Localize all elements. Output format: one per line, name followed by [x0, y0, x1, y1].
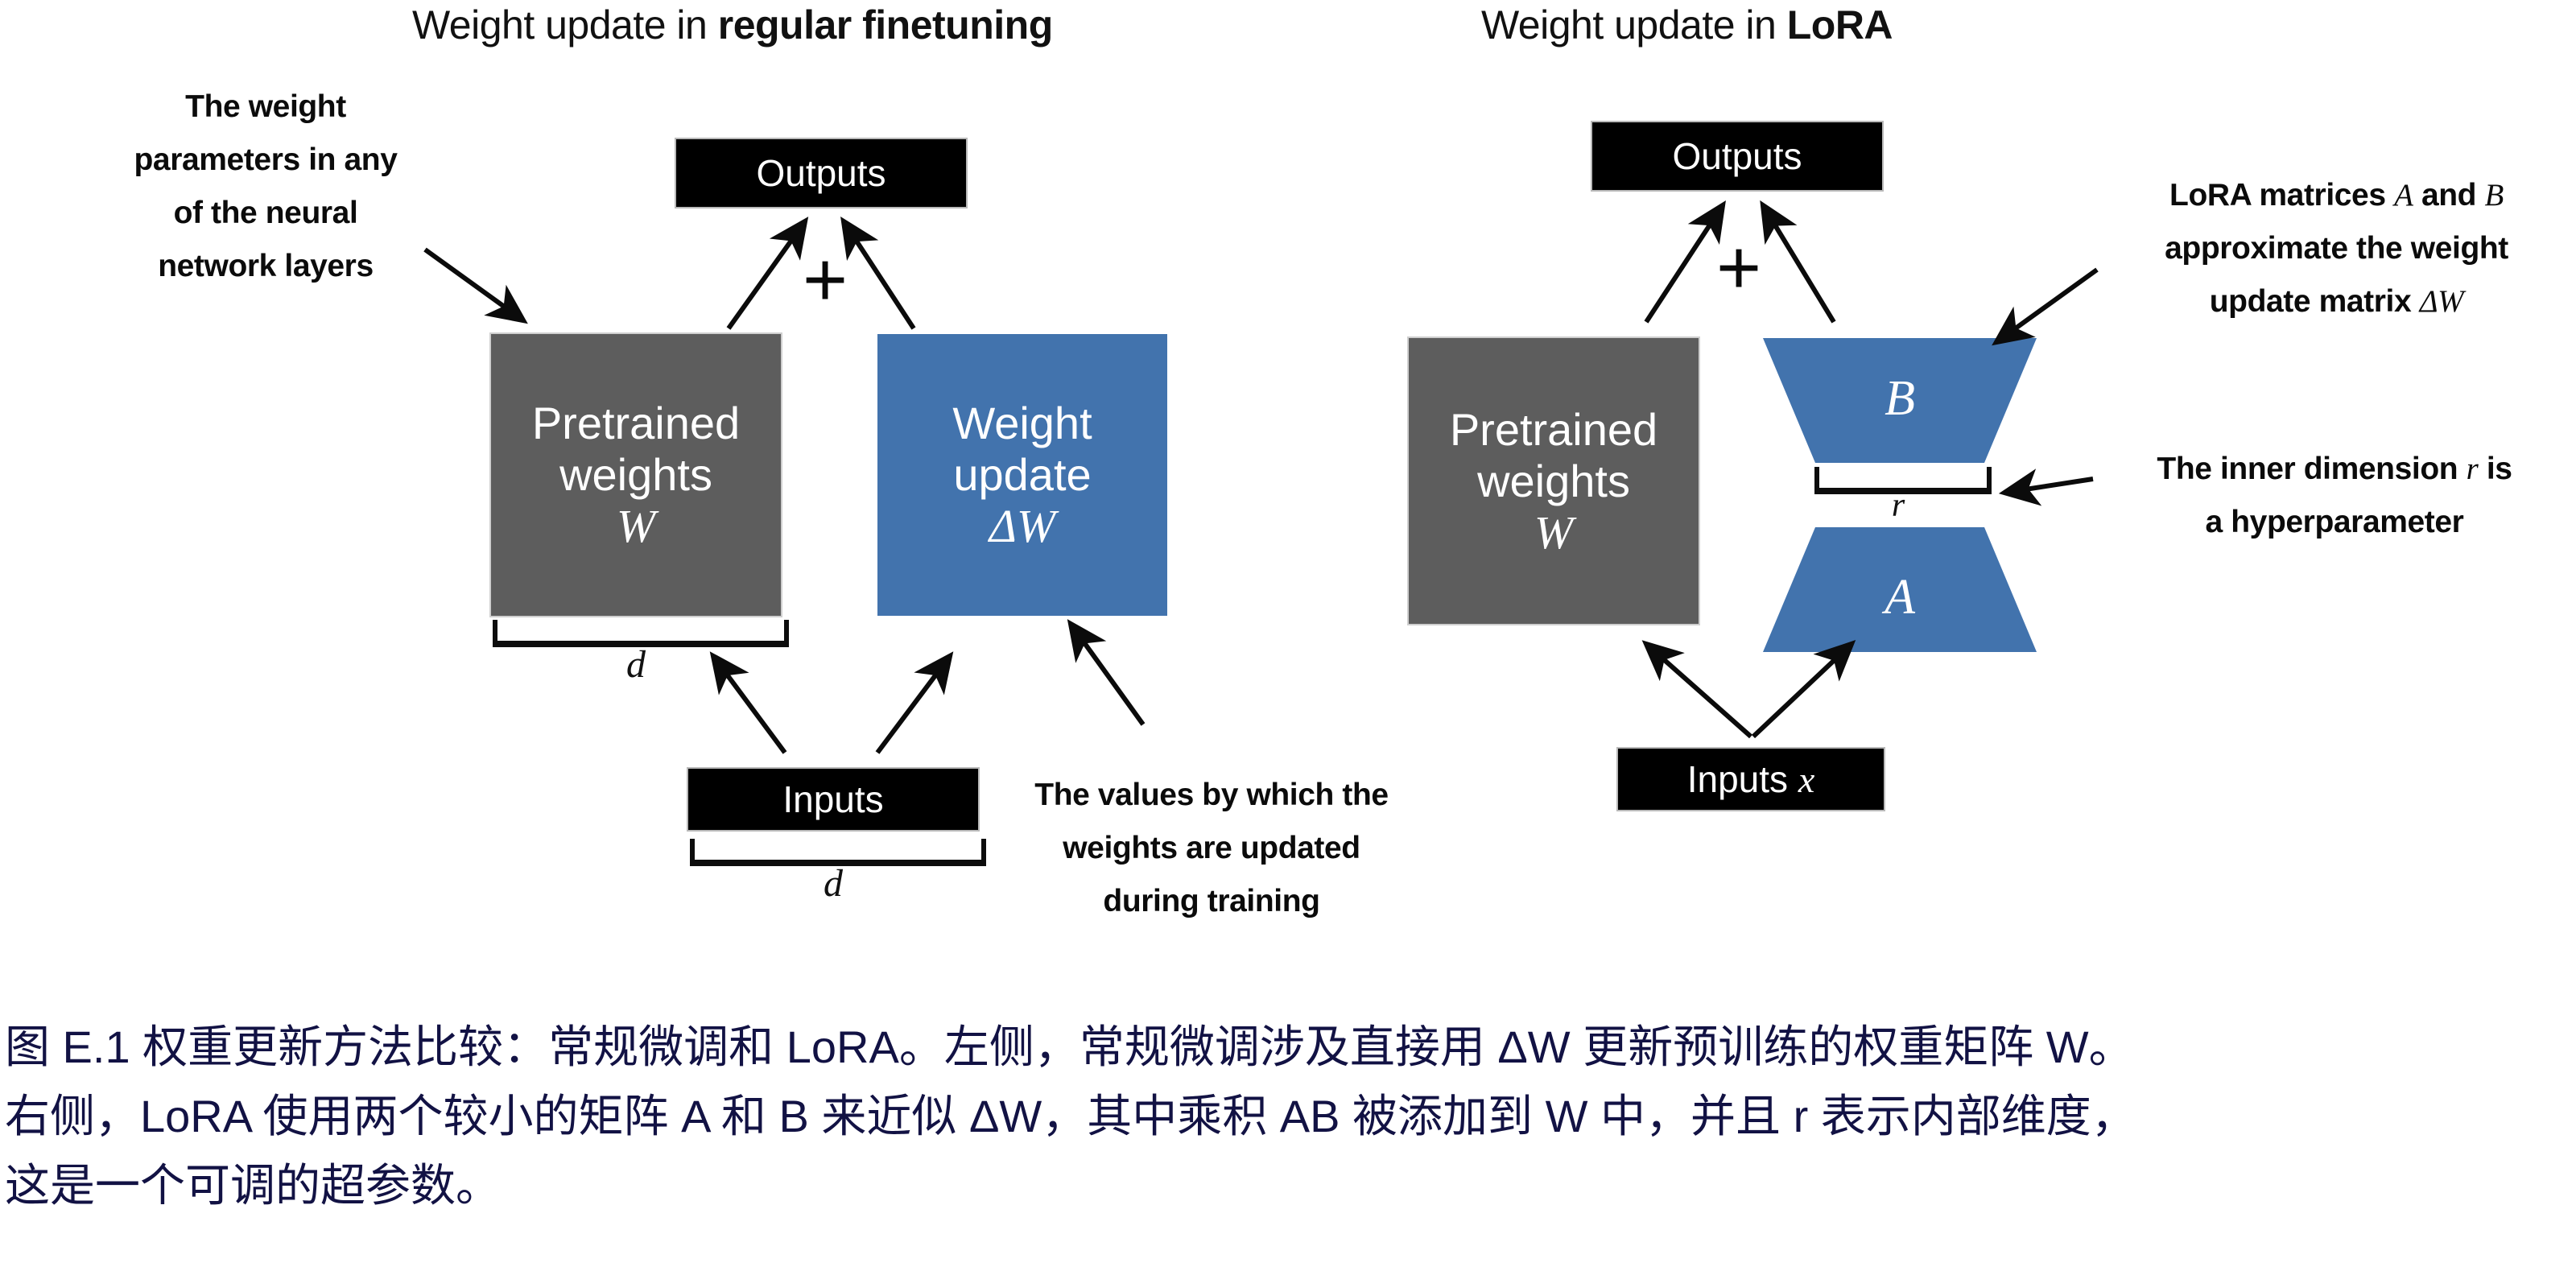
figure-caption: 图 E.1 权重更新方法比较：常规微调和 LoRA。左侧，常规微调涉及直接用 Δ…: [5, 1013, 2576, 1220]
lora-matrix-a-label: A: [1763, 569, 2037, 626]
annotation-values-updated-line-1: The values by which the: [1034, 778, 1389, 812]
right-panel-title: Weight update in LoRA: [1481, 2, 1893, 48]
annotation-lora-matrices-line-1-d: B: [2484, 178, 2504, 213]
lora-matrix-a-shape: A: [1763, 527, 2037, 652]
annotation-weight-parameters: The weight parameters in any of the neur…: [97, 80, 435, 293]
annotation-inner-dimension-line-1-b: r: [2466, 452, 2479, 486]
figure-caption-line-2: 右侧，LoRA 使用两个较小的矩阵 A 和 B 来近似 ΔW，其中乘积 AB 被…: [5, 1091, 2136, 1141]
arrow-right-inputs-to-a: [1751, 640, 1856, 739]
figure-caption-line-1: 图 E.1 权重更新方法比较：常规微调和 LoRA。左侧，常规微调涉及直接用 Δ…: [5, 1021, 2134, 1072]
annotation-values-updated-line-3: during training: [1103, 884, 1320, 918]
left-inputs-dimension-label: d: [690, 861, 976, 906]
arrow-inner-dimension-to-r: [1998, 468, 2094, 506]
arrow-weight-params-to-box: [423, 247, 528, 324]
lora-matrix-b-text: B: [1885, 371, 1915, 426]
left-plus-glyph: +: [802, 237, 848, 323]
annotation-weight-parameters-line-2: parameters in any: [134, 142, 398, 177]
annotation-inner-dimension-line-1: The inner dimension r is: [2109, 443, 2560, 496]
annotation-weight-parameters-line-4: network layers: [158, 249, 374, 283]
right-outputs-box: Outputs: [1592, 122, 1882, 190]
right-panel-title-prefix: Weight update in: [1481, 2, 1787, 47]
left-weight-update-box: Weight update ΔW: [877, 334, 1167, 616]
left-plus-symbol: +: [793, 241, 857, 319]
annotation-lora-matrices-line-1-a: LoRA matrices: [2169, 178, 2395, 213]
left-panel-title-strong: regular finetuning: [717, 2, 1054, 47]
right-pretrained-line-1: Pretrained: [1449, 403, 1658, 455]
annotation-lora-matrices-line-2: approximate the weight: [2165, 231, 2508, 266]
right-pretrained-line-2: weights: [1477, 455, 1630, 506]
right-pretrained-weights-box: Pretrained weights W: [1409, 338, 1699, 624]
left-pretrained-symbol: W: [616, 500, 656, 552]
arrow-values-to-update-box: [1067, 619, 1146, 726]
annotation-inner-dimension-line-1-a: The inner dimension: [2157, 452, 2467, 486]
left-inputs-dimension-bracket: [690, 839, 986, 866]
left-inputs-box: Inputs: [688, 769, 978, 830]
inner-dimension-text: r: [1891, 487, 1905, 524]
left-weight-update-symbol: ΔW: [989, 500, 1056, 552]
annotation-lora-matrices-line-3: update matrix ΔW: [2117, 275, 2556, 328]
annotation-values-updated-line-2: weights are updated: [1063, 831, 1360, 865]
lora-matrix-b-shape: B: [1763, 338, 2037, 463]
arrow-left-inputs-to-update: [875, 651, 954, 754]
left-outputs-box: Outputs: [676, 139, 966, 207]
left-inputs-label: Inputs: [782, 778, 884, 820]
left-weights-dimension-text: d: [626, 643, 646, 686]
annotation-lora-matrices-line-3-a: update matrix: [2209, 284, 2420, 319]
right-pretrained-symbol: W: [1534, 506, 1574, 559]
left-panel-title-prefix: Weight update in: [412, 2, 718, 47]
annotation-weight-parameters-line-3: of the neural: [173, 196, 358, 230]
left-outputs-label: Outputs: [756, 152, 886, 194]
annotation-lora-matrices-line-1-b: A: [2394, 178, 2413, 213]
right-plus-glyph: +: [1715, 225, 1762, 311]
annotation-lora-matrices: LoRA matrices A and B approximate the we…: [2117, 169, 2556, 328]
arrow-right-b-to-outputs: [1760, 200, 1836, 324]
lora-matrix-a-text: A: [1885, 570, 1915, 625]
right-inputs-label-text: Inputs: [1686, 758, 1789, 800]
inner-dimension-bracket: [1814, 467, 1992, 494]
annotation-inner-dimension: The inner dimension r is a hyperparamete…: [2109, 443, 2560, 549]
left-weights-dimension-bracket: [493, 620, 789, 647]
left-pretrained-weights-box: Pretrained weights W: [491, 334, 781, 616]
left-weight-update-line-2: update: [953, 449, 1092, 500]
annotation-weight-parameters-line-1: The weight: [185, 89, 346, 124]
left-inputs-dimension-text: d: [824, 862, 843, 905]
right-panel-title-strong: LoRA: [1786, 2, 1893, 47]
right-plus-symbol: +: [1707, 229, 1771, 307]
arrow-right-inputs-to-pretrained: [1641, 640, 1752, 739]
right-outputs-label: Outputs: [1672, 135, 1802, 177]
annotation-lora-matrices-line-1-c: and: [2413, 178, 2485, 213]
left-pretrained-line-2: weights: [559, 449, 712, 500]
left-weight-update-line-1: Weight: [952, 398, 1092, 448]
right-inputs-box: Inputs x: [1618, 749, 1884, 810]
annotation-inner-dimension-line-2: a hyperparameter: [2205, 505, 2464, 539]
arrow-lora-matrices-to-b: [1992, 267, 2099, 346]
annotation-inner-dimension-line-1-c: is: [2478, 452, 2512, 486]
figure-caption-line-3: 这是一个可调的超参数。: [5, 1160, 501, 1211]
right-inputs-label-symbol: x: [1798, 759, 1815, 800]
left-weights-dimension-label: d: [493, 642, 779, 687]
annotation-lora-matrices-line-3-b: ΔW: [2419, 284, 2464, 319]
left-panel-title: Weight update in regular finetuning: [412, 2, 1053, 48]
annotation-values-updated: The values by which the weights are upda…: [1006, 769, 1417, 928]
lora-matrix-b-label: B: [1763, 370, 2037, 427]
left-pretrained-line-1: Pretrained: [531, 398, 741, 448]
inner-dimension-label: r: [1814, 486, 1982, 525]
annotation-lora-matrices-line-1: LoRA matrices A and B: [2117, 169, 2556, 222]
right-inputs-label: Inputs x: [1687, 757, 1815, 801]
